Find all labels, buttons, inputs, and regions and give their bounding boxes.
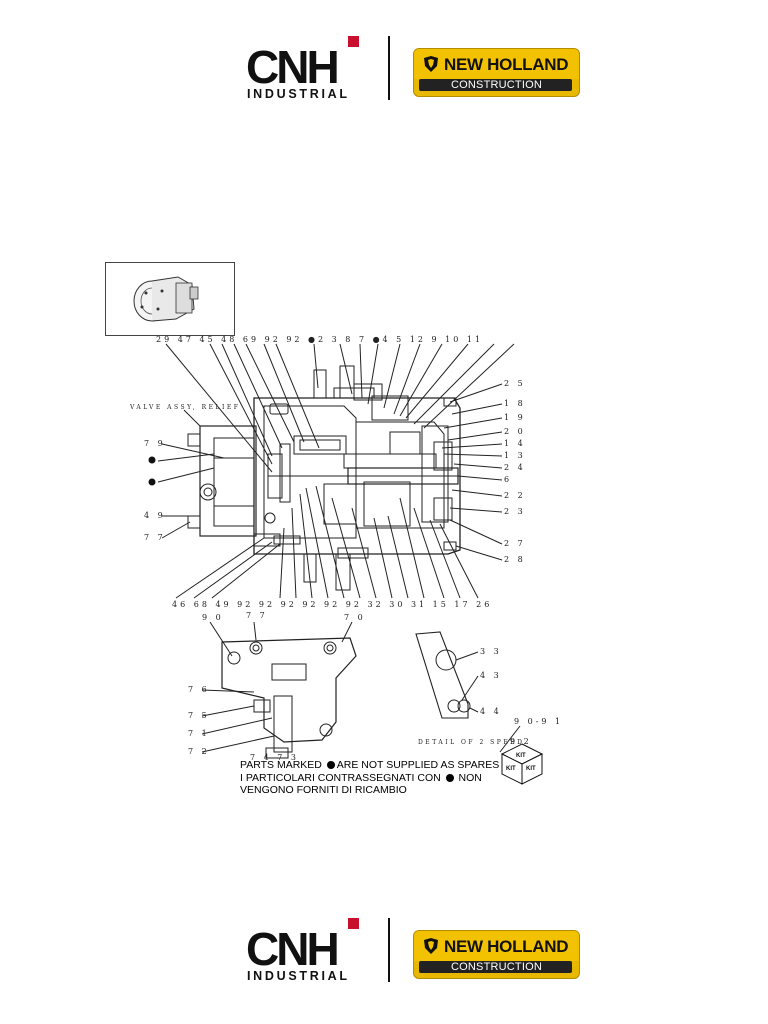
svg-text:7 0: 7 0 (344, 613, 366, 622)
cnh-red-accent (348, 36, 359, 47)
nh-top-band (414, 49, 579, 79)
cnh-subtitle: INDUSTRIAL (247, 87, 350, 101)
note-line-1: PARTS MARKED ARE NOT SUPPLIED AS SPARES (240, 759, 499, 772)
svg-text:7 7: 7 7 (246, 611, 268, 620)
footer-logos: CNH INDUSTRIAL NEW HOLLAND CONSTRUCTION (0, 918, 768, 998)
motor-thumbnail-icon (133, 276, 199, 322)
note-line-1b: ARE NOT SUPPLIED AS SPARES (336, 759, 500, 771)
svg-text:2 7: 2 7 (504, 539, 526, 548)
svg-text:9 0: 9 0 (202, 613, 224, 622)
logo-divider (388, 36, 390, 100)
svg-text:7 9: 7 9 (144, 439, 166, 448)
svg-text:9 0-9 1: 9 0-9 1 (514, 717, 563, 726)
note-line-2a: I PARTICOLARI CONTRASSEGNATI CON (240, 771, 444, 784)
nh-sub-band (419, 79, 572, 91)
cnh-industrial-logo: CNH INDUSTRIAL (246, 36, 362, 100)
nh-leaf-icon (424, 938, 438, 954)
svg-text:2 5: 2 5 (504, 379, 526, 388)
inset-thumbnail (105, 262, 235, 336)
svg-text:1 3: 1 3 (504, 451, 526, 460)
detail-label: DETAIL OF 2 SPEED (418, 739, 524, 746)
svg-text:KIT: KIT (526, 766, 536, 772)
svg-text:2 8: 2 8 (504, 555, 526, 564)
svg-text:9 2: 9 2 (510, 737, 532, 746)
new-holland-logo: NEW HOLLAND CONSTRUCTION (413, 48, 580, 97)
svg-text:7 6: 7 6 (188, 685, 210, 694)
cnh-letters: CNH (246, 923, 340, 975)
svg-text:6: 6 (504, 475, 512, 484)
bullet-dot-icon (445, 773, 454, 782)
svg-text:1 9: 1 9 (504, 413, 526, 422)
note-line-1a: PARTS MARKED (240, 759, 325, 771)
nh-sub-band (419, 961, 572, 973)
svg-text:7 2: 7 2 (188, 747, 210, 756)
bottom-callout-labels: 46 68 49 92 92 92 92 92 92 32 30 31 15 1… (172, 600, 492, 609)
svg-text:1 4: 1 4 (504, 439, 526, 448)
top-callout-labels: 29 47 45 48 69 92 92 ●2 3 8 7 ●4 5 12 9 … (156, 335, 483, 344)
svg-text:2 3: 2 3 (504, 507, 526, 516)
svg-text:7 5: 7 5 (188, 711, 210, 720)
svg-text:KIT: KIT (516, 753, 526, 759)
svg-text:2 2: 2 2 (504, 491, 526, 500)
new-holland-logo: NEW HOLLAND CONSTRUCTION (413, 930, 580, 979)
svg-text:4 3: 4 3 (480, 671, 502, 680)
svg-text:2 4: 2 4 (504, 463, 526, 472)
header-logos: CNH INDUSTRIAL NEW HOLLAND CONSTRUCTION (0, 36, 768, 116)
cnh-letters: CNH (246, 41, 340, 93)
svg-text:4 9: 4 9 (144, 511, 166, 520)
valve-assy-label: VALVE ASSY, RELIEF (129, 404, 240, 411)
svg-text:KIT: KIT (506, 766, 516, 772)
note-line-2: I PARTICOLARI CONTRASSEGNATI CON NON (240, 772, 499, 785)
nh-subtitle: CONSTRUCTION (450, 961, 542, 973)
nh-brand-name: NEW HOLLAND (444, 937, 569, 956)
nh-top-band (414, 931, 579, 961)
cnh-subtitle: INDUSTRIAL (247, 969, 350, 983)
kit-cube-icon: KIT KIT KIT (500, 743, 544, 785)
bullet-dot-icon (326, 761, 335, 769)
nh-leaf-icon (424, 56, 438, 72)
svg-text:7 1: 7 1 (188, 729, 210, 738)
svg-text:7 4 7 3: 7 4 7 3 (250, 753, 299, 762)
note-line-2b: NON (455, 771, 482, 784)
travel-motor-diagram: 29 47 45 48 69 92 92 ●2 3 8 7 ●4 5 12 9 … (129, 335, 563, 762)
logo-divider (388, 918, 390, 982)
cnh-industrial-logo: CNH INDUSTRIAL (246, 918, 362, 982)
svg-text:2 0: 2 0 (504, 427, 526, 436)
spares-note: PARTS MARKED ARE NOT SUPPLIED AS SPARES … (240, 759, 499, 797)
cnh-red-accent (348, 918, 359, 929)
svg-text:1 8: 1 8 (504, 399, 526, 408)
svg-text:4 4: 4 4 (480, 707, 502, 716)
svg-text:3 3: 3 3 (480, 647, 502, 656)
svg-text:7 7: 7 7 (144, 533, 166, 542)
note-line-3: VENGONO FORNITI DI RICAMBIO (240, 784, 407, 796)
nh-subtitle: CONSTRUCTION (450, 79, 542, 91)
nh-brand-name: NEW HOLLAND (444, 55, 569, 74)
